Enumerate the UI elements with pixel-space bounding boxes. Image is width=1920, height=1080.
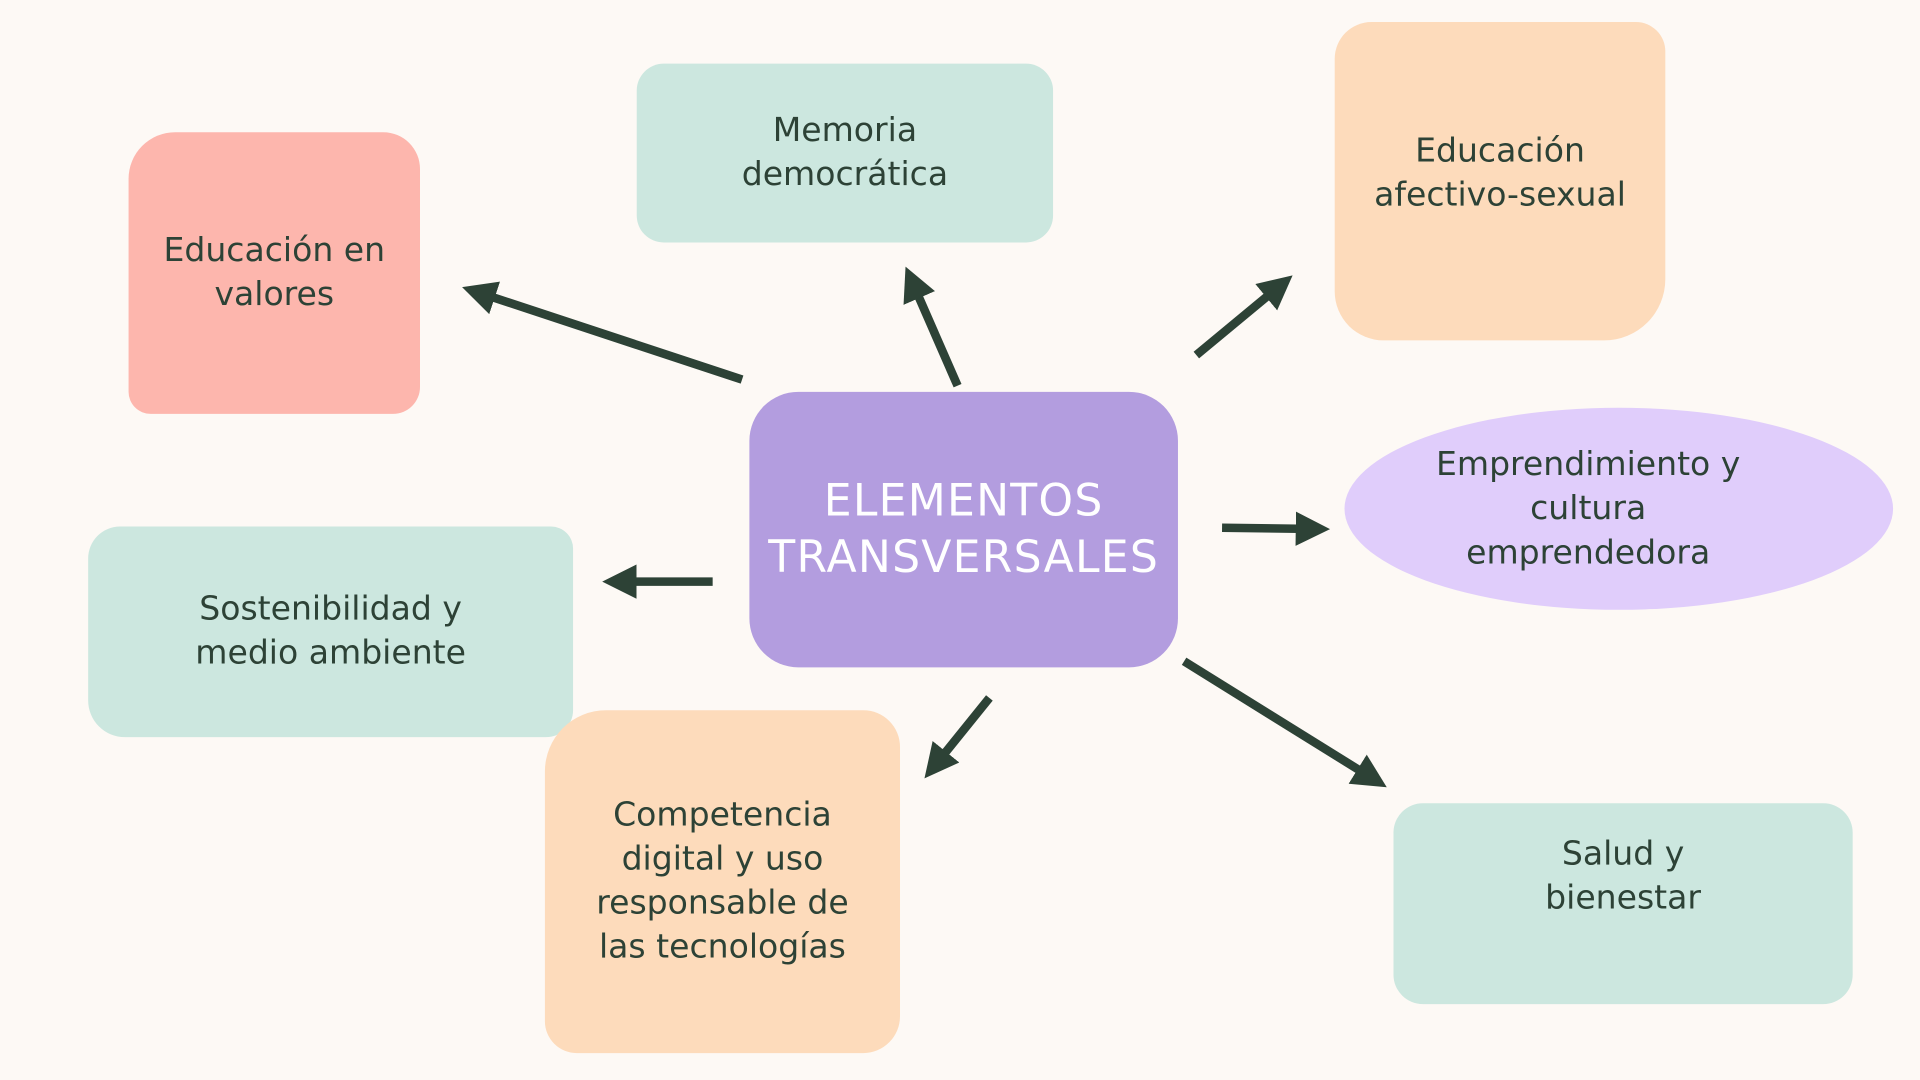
arrow-to-salud xyxy=(1181,657,1387,788)
center-label: ELEMENTOS TRANSVERSALES xyxy=(768,475,1160,583)
node-competencia-digital: Competencia digital y uso responsable de… xyxy=(544,710,901,1054)
node-salud-bienestar: Salud y bienestar xyxy=(1393,803,1853,1005)
node-label: Salud y bienestar xyxy=(1545,835,1702,918)
node-label: Competencia digital y uso responsable de… xyxy=(596,795,849,967)
node-sostenibilidad: Sostenibilidad y medio ambiente xyxy=(88,526,574,738)
arrow-to-valores xyxy=(462,281,744,384)
node-label: Educación afectivo-sexual xyxy=(1374,132,1626,215)
node-label: Memoria democrática xyxy=(741,111,949,194)
node-elementos-transversales: ELEMENTOS TRANSVERSALES xyxy=(749,391,1178,668)
node-educacion-afectivo-sexual: Educación afectivo-sexual xyxy=(1334,22,1666,341)
node-memoria-democratica: Memoria democrática xyxy=(636,63,1054,243)
node-label: Educación en valores xyxy=(163,231,386,314)
arrow-to-afectivo xyxy=(1193,275,1293,359)
node-educacion-valores: Educación en valores xyxy=(128,132,421,414)
arrow-to-emprendimiento xyxy=(1221,511,1331,546)
arrow-to-memoria xyxy=(903,266,962,388)
arrow-to-competencia xyxy=(924,695,993,779)
node-label: Sostenibilidad y medio ambiente xyxy=(195,590,466,673)
node-label: Emprendimiento y cultura emprendedora xyxy=(1435,445,1741,572)
node-emprendimiento: Emprendimiento y cultura emprendedora xyxy=(1344,407,1894,610)
